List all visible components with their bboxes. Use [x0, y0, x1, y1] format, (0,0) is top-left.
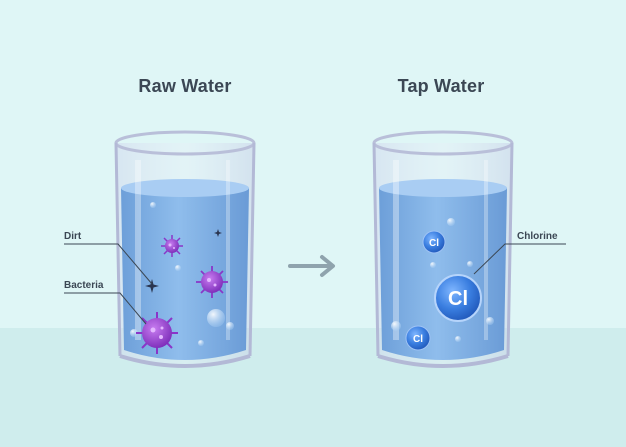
- chlorine-symbol: Cl: [413, 334, 423, 345]
- virus-icon: [136, 312, 178, 354]
- bubble: [198, 340, 204, 346]
- bubble: [130, 329, 138, 337]
- bubble: [150, 202, 156, 208]
- bubble: [447, 218, 455, 226]
- tap-water-body: [379, 188, 507, 360]
- chlorine-molecule-small-bottom: Cl: [405, 325, 431, 351]
- raw-water-title: Raw Water: [138, 76, 232, 96]
- tap-water-title: Tap Water: [397, 76, 485, 96]
- virus-icon: [196, 266, 228, 298]
- star-speck-icon: [145, 279, 159, 293]
- virus-icon: [161, 235, 183, 257]
- bubble: [467, 261, 473, 267]
- bubble: [455, 336, 461, 342]
- dirt-leader-line: [64, 243, 153, 285]
- bubble: [391, 321, 401, 331]
- floor-surface: [0, 328, 626, 447]
- bubble: [226, 322, 234, 330]
- chlorine-symbol: Cl: [448, 288, 468, 310]
- bubble: [486, 317, 494, 325]
- chlorine-molecule-large: Cl: [434, 274, 482, 322]
- chlorine-symbol: Cl: [429, 238, 439, 249]
- chlorine-leader-line: [473, 243, 566, 275]
- bubble: [207, 309, 225, 327]
- right-arrow-icon: [288, 255, 335, 277]
- bacteria-label: Bacteria: [64, 280, 104, 291]
- bacteria-leader-line: [64, 292, 147, 325]
- bubble: [430, 262, 436, 268]
- dirt-label: Dirt: [64, 231, 82, 242]
- chlorine-label: Chlorine: [517, 231, 558, 242]
- star-speck-icon: [214, 229, 222, 237]
- raw-water-glass: [114, 130, 256, 368]
- bubble: [175, 265, 181, 271]
- chlorine-molecule-small-top: Cl: [422, 230, 446, 254]
